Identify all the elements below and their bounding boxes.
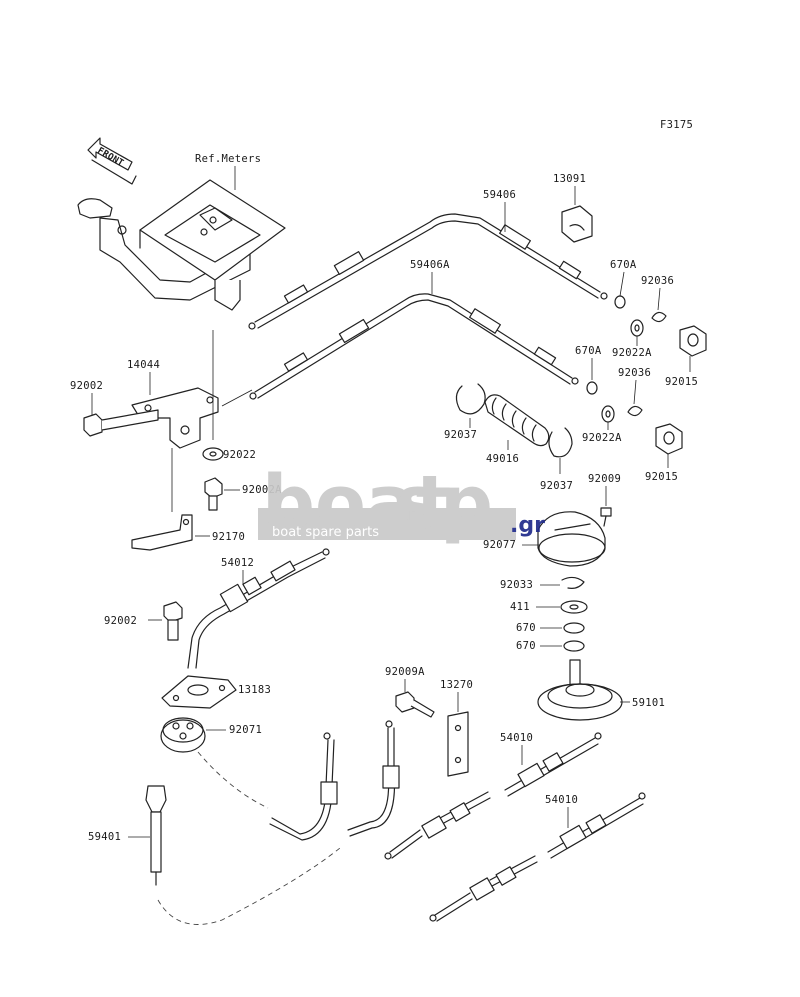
- lever-base-59101: [537, 659, 623, 721]
- svg-text:.gr: .gr: [510, 513, 545, 538]
- boot-49016: [484, 394, 550, 447]
- cable-54010-2: [429, 792, 646, 922]
- clip-92036-1: [651, 311, 667, 323]
- label-59101: 59101: [632, 697, 665, 709]
- label-92009: 92009: [588, 473, 621, 485]
- label-59406A: 59406A: [410, 259, 450, 271]
- front-arrow-icon: FRONT: [87, 137, 137, 185]
- o-ring-670A-2: [586, 381, 598, 395]
- label-92071: 92071: [229, 724, 262, 736]
- label-92036-2: 92036: [618, 367, 651, 379]
- screw-92009A: [395, 691, 435, 718]
- figure-code: F3175: [660, 119, 693, 131]
- cable-54010-1: [384, 732, 602, 860]
- o-ring-670-2: [563, 640, 585, 652]
- nut-92015-2: [655, 423, 683, 455]
- meter-bracket: [77, 179, 286, 311]
- cable-bent-2: [347, 720, 400, 837]
- clip-92037-2: [548, 427, 573, 458]
- washer-92022: [202, 447, 224, 461]
- label-670-1: 670: [516, 622, 536, 634]
- cable-59406A: [249, 293, 579, 400]
- label-59406: 59406: [483, 189, 516, 201]
- grommet-92071: [160, 717, 206, 753]
- label-54012: 54012: [221, 557, 254, 569]
- plate-13183: [161, 675, 237, 709]
- cable-54012: [187, 548, 330, 669]
- watermark-tagline: boat spare parts: [272, 525, 379, 540]
- label-92002-1: 92002: [70, 380, 103, 392]
- svg-text:boat: boat: [262, 460, 451, 546]
- label-92015-2: 92015: [645, 471, 678, 483]
- screw-92009: [600, 507, 612, 527]
- nut-92015-1: [679, 325, 707, 357]
- e-clip-92033: [561, 576, 585, 589]
- label-92170: 92170: [212, 531, 245, 543]
- label-92033: 92033: [500, 579, 533, 591]
- cable-bent-1: [269, 732, 338, 841]
- label-411: 411: [510, 601, 530, 613]
- strap-13270: [447, 711, 469, 777]
- cap-92077: [537, 511, 606, 567]
- o-ring-670A-1: [614, 295, 626, 309]
- bolt-92002-1: [83, 409, 159, 437]
- label-54010-1: 54010: [500, 732, 533, 744]
- label-14044: 14044: [127, 359, 160, 371]
- o-ring-670-1: [563, 622, 585, 634]
- bolt-92002-2: [163, 601, 183, 641]
- label-92037-1: 92037: [444, 429, 477, 441]
- plate-92170: [131, 514, 193, 551]
- watermark-logo: boat sp .gr boat spare parts: [258, 460, 545, 546]
- svg-text:sp: sp: [396, 460, 493, 546]
- clip-92037-1: [455, 383, 486, 415]
- label-13183: 13183: [238, 684, 271, 696]
- label-92015-1: 92015: [665, 376, 698, 388]
- label-92022A-2: 92022A: [582, 432, 622, 444]
- label-92009A: 92009A: [385, 666, 425, 678]
- label-92002-2: 92002: [104, 615, 137, 627]
- label-92022: 92022: [223, 449, 256, 461]
- damper-13091: [561, 205, 593, 243]
- label-92036-1: 92036: [641, 275, 674, 287]
- label-670A-1: 670A: [610, 259, 637, 271]
- ref-meters-label: Ref.Meters: [195, 153, 261, 165]
- choke-knob-59401: [145, 785, 167, 886]
- cable-59406: [248, 213, 608, 330]
- clip-92036-2: [627, 405, 643, 417]
- label-92037-2: 92037: [540, 480, 573, 492]
- label-670A-2: 670A: [575, 345, 602, 357]
- label-670-2: 670: [516, 640, 536, 652]
- label-92022A-1: 92022A: [612, 347, 652, 359]
- label-54010-2: 54010: [545, 794, 578, 806]
- label-49016: 49016: [486, 453, 519, 465]
- washer-411: [560, 600, 588, 614]
- label-92077: 92077: [483, 539, 516, 551]
- bolt-92002A: [204, 477, 223, 511]
- label-13091: 13091: [553, 173, 586, 185]
- washer-92022A-1: [630, 319, 644, 337]
- label-92002A: 92002A: [242, 484, 282, 496]
- label-59401: 59401: [88, 831, 121, 843]
- washer-92022A-2: [601, 405, 615, 423]
- label-13270: 13270: [440, 679, 473, 691]
